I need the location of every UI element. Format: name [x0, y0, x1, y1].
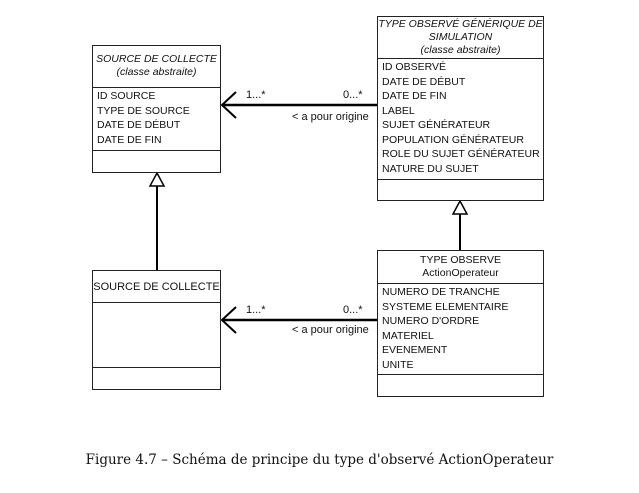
class-type-abstract: TYPE OBSERVÉ GÉNÉRIQUE DE SIMULATION (cl… — [377, 16, 544, 201]
multiplicity-bottom-target: 0...* — [343, 304, 363, 316]
generalization-arrowhead-type — [451, 199, 469, 215]
class-source-abstract: SOURCE DE COLLECTE (classe abstraite) ID… — [92, 45, 221, 173]
role-label-bottom: < a pour origine — [292, 324, 369, 336]
class-header: SOURCE DE COLLECTE — [93, 271, 220, 303]
attribute-list: NUMERO DE TRANCHE SYSTEME ELEMENTAIRE NU… — [378, 284, 543, 375]
class-stereotype: (classe abstraite) — [116, 66, 197, 78]
class-header: SOURCE DE COLLECTE (classe abstraite) — [93, 46, 220, 88]
attribute: SYSTEME ELEMENTAIRE — [382, 300, 509, 313]
attribute-list — [93, 303, 220, 368]
attribute: UNITE — [382, 358, 414, 371]
class-name-line2: ActionOperateur — [422, 267, 499, 279]
attribute: ID OBSERVÉ — [382, 61, 446, 73]
attribute-list: ID SOURCE TYPE DE SOURCE DATE DE DÉBUT D… — [93, 88, 220, 151]
multiplicity-top-source: 1...* — [246, 89, 266, 101]
association-arrowhead-bottom — [220, 306, 237, 334]
figure-caption: Figure 4.7 – Schéma de principe du type … — [85, 452, 554, 468]
attribute: EVENEMENT — [382, 344, 448, 356]
generalization-arrowhead-source — [148, 171, 166, 187]
class-type-concrete: TYPE OBSERVE ActionOperateur NUMERO DE T… — [377, 250, 544, 397]
multiplicity-top-target: 0...* — [343, 89, 363, 101]
class-header: TYPE OBSERVÉ GÉNÉRIQUE DE SIMULATION (cl… — [378, 17, 543, 59]
class-name: SOURCE DE COLLECTE — [96, 53, 217, 65]
class-header: TYPE OBSERVE ActionOperateur — [378, 251, 543, 284]
attribute: DATE DE FIN — [382, 90, 447, 102]
attribute: NUMERO DE TRANCHE — [382, 286, 500, 298]
class-name-line2: SIMULATION — [428, 31, 493, 43]
attribute: ROLE DU SUJET GÉNÉRATEUR — [382, 148, 540, 160]
attribute: ID SOURCE — [97, 90, 156, 102]
class-name-line1: TYPE OBSERVÉ GÉNÉRIQUE DE — [378, 18, 543, 30]
class-name-line1: TYPE OBSERVE — [420, 254, 501, 266]
attribute: SUJET GÉNÉRATEUR — [382, 119, 491, 131]
attribute: DATE DE DÉBUT — [382, 75, 466, 88]
association-arrowhead-top — [220, 91, 237, 119]
attribute: NATURE DU SUJET — [382, 162, 479, 175]
attribute: NUMERO D'ORDRE — [382, 315, 480, 327]
role-label-top: < a pour origine — [292, 111, 369, 123]
attribute: DATE DE DÉBUT — [97, 119, 181, 131]
attribute: LABEL — [382, 104, 415, 117]
multiplicity-bottom-source: 1...* — [246, 304, 266, 316]
attribute: DATE DE FIN — [97, 133, 162, 146]
attribute-list: ID OBSERVÉ DATE DE DÉBUT DATE DE FIN LAB… — [378, 59, 543, 180]
attribute: MATERIEL — [382, 329, 434, 342]
class-source-concrete: SOURCE DE COLLECTE — [92, 270, 221, 390]
attribute: POPULATION GÉNÉRATEUR — [382, 133, 524, 146]
class-name: SOURCE DE COLLECTE — [93, 281, 220, 293]
class-stereotype: (classe abstraite) — [420, 44, 501, 56]
attribute: TYPE DE SOURCE — [97, 104, 190, 117]
